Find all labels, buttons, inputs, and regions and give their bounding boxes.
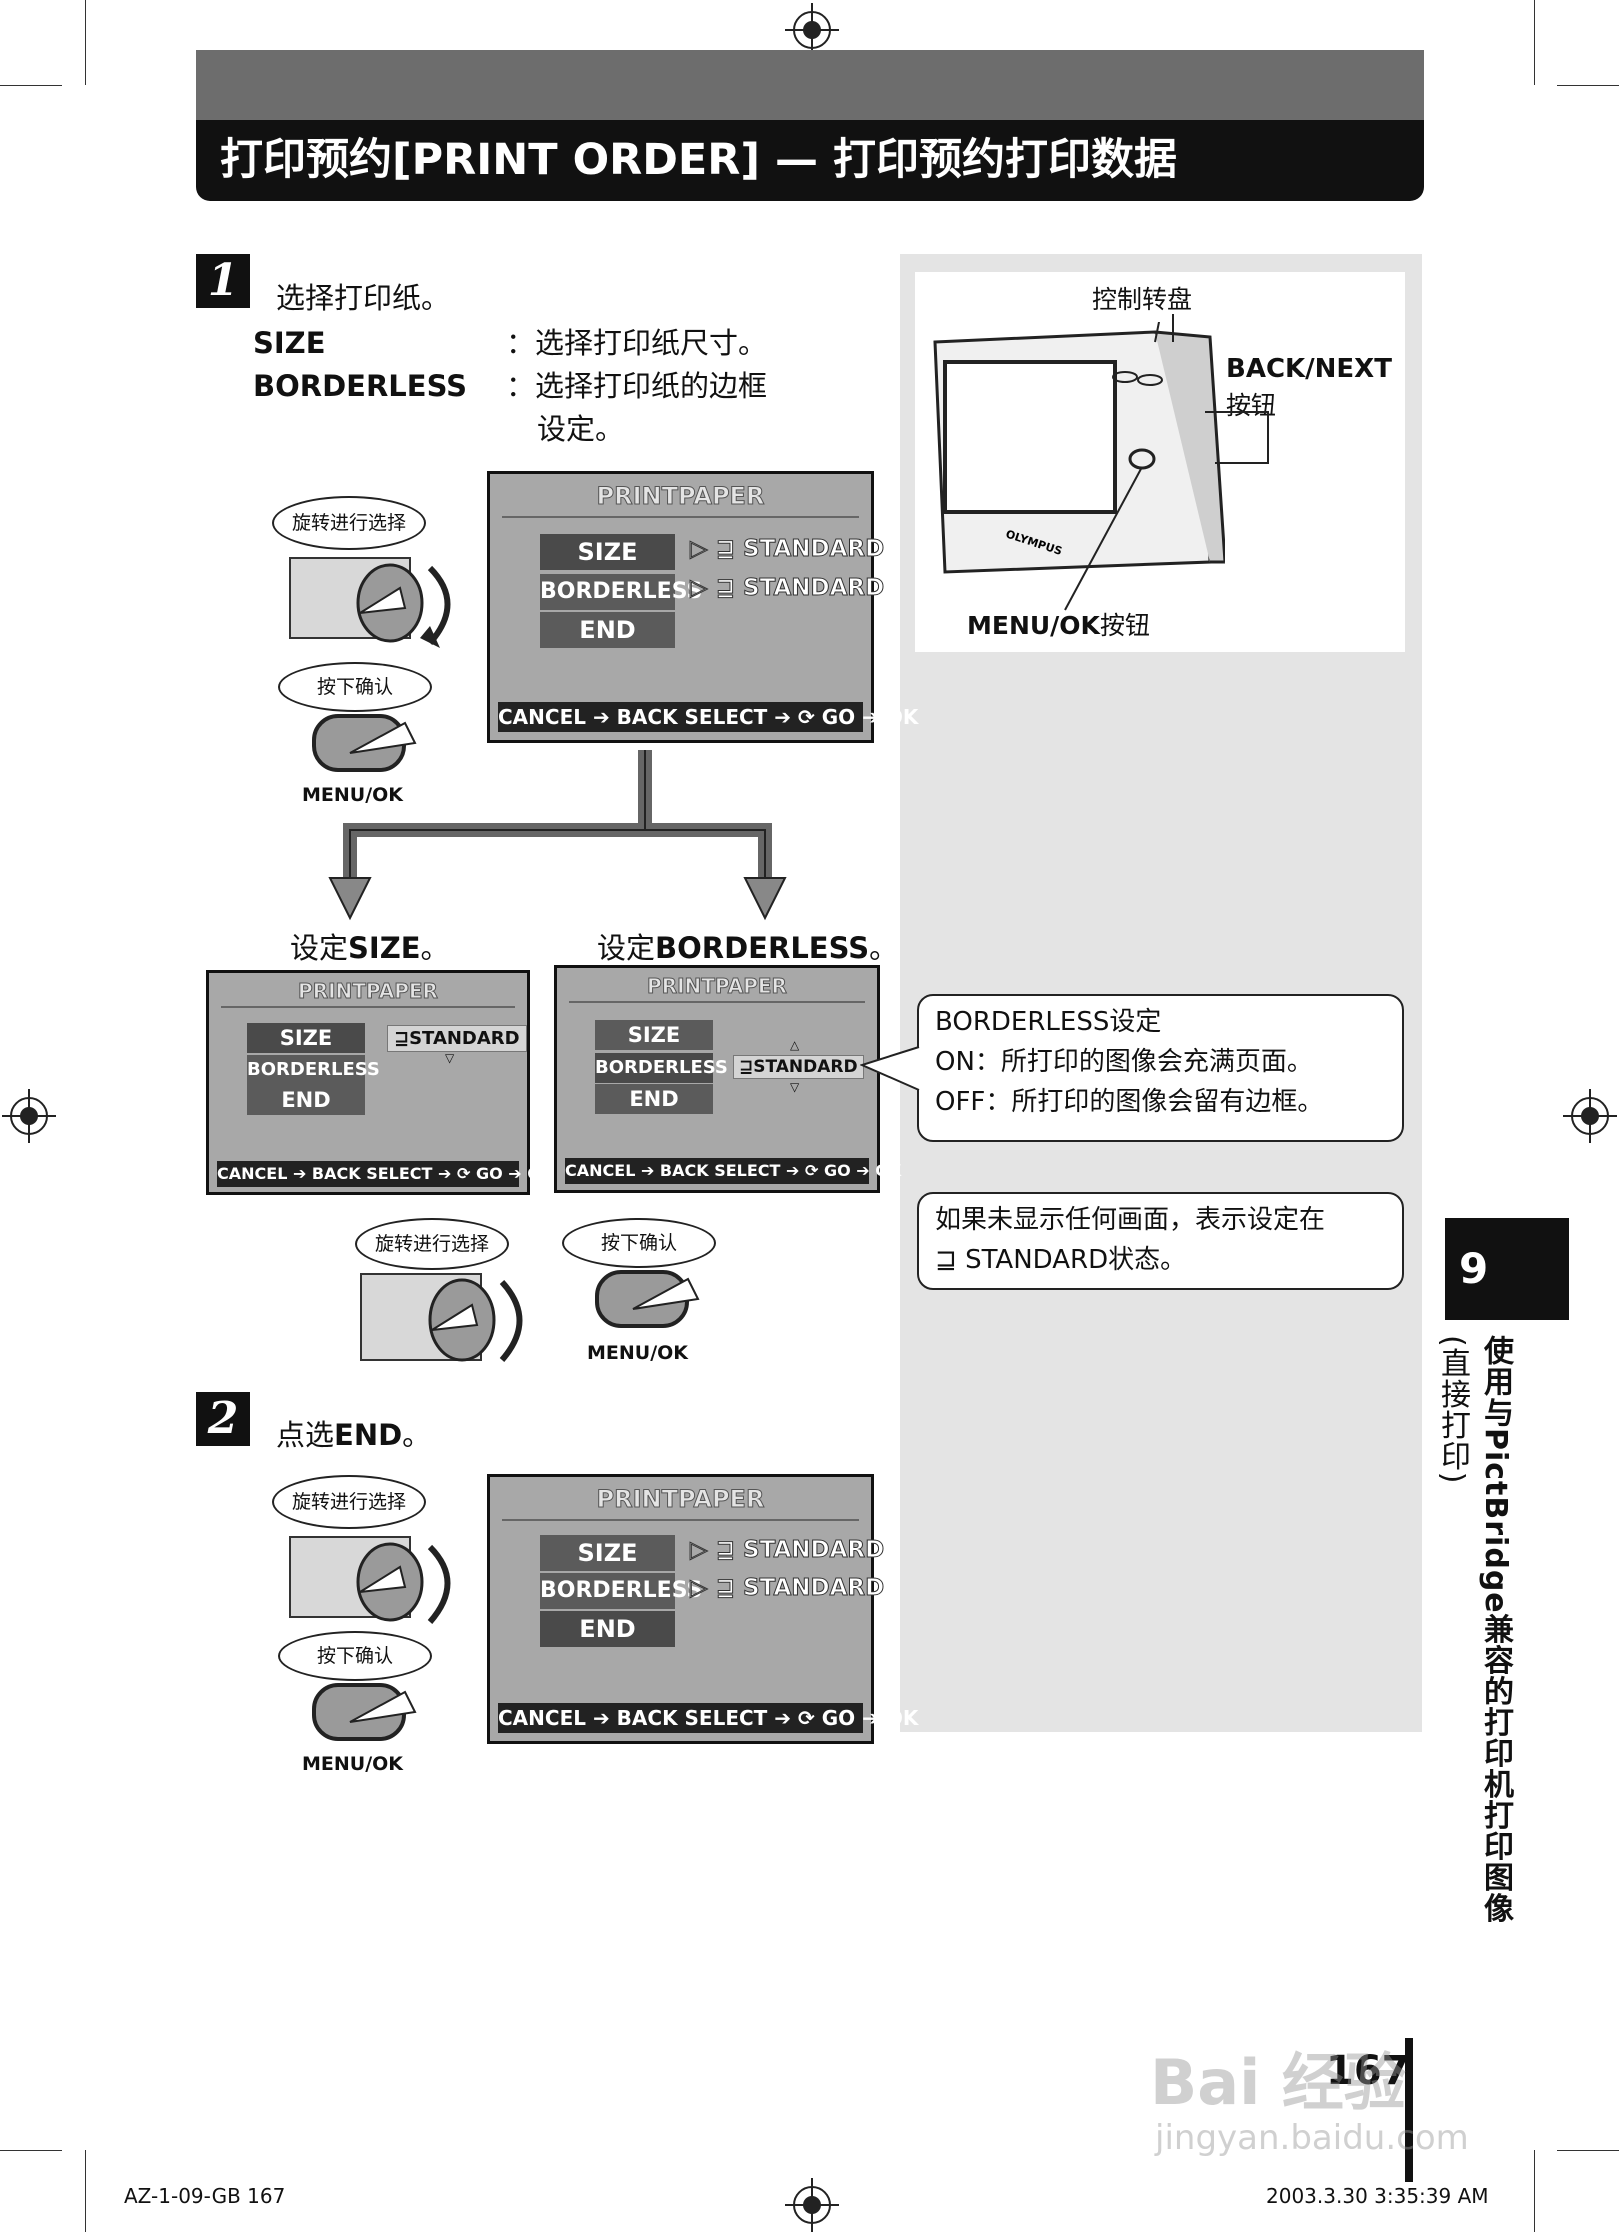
lcd-borderless-setting: PRINTPAPER SIZE BORDERLESS END △ ⊒STANDA…: [554, 965, 901, 1193]
registration-mark-icon: [2, 1089, 56, 1143]
menu-item-borderless[interactable]: BORDERLESS: [540, 1573, 702, 1609]
control-dial-icon: [289, 557, 451, 648]
crop-mark: [1557, 2150, 1619, 2151]
crop-mark: [1534, 2150, 1535, 2232]
chapter-title: 使用与PictBridge兼容的打印机打印图像: [1478, 1335, 1513, 1924]
step-instruction: 选择打印纸。: [276, 281, 451, 315]
borderless-value: ▷ ⊒ STANDARD: [689, 575, 885, 602]
menu-item-size[interactable]: SIZE: [540, 534, 675, 570]
size-value[interactable]: ⊒STANDARD: [387, 1025, 527, 1052]
print-icon: ⊒: [394, 1028, 410, 1049]
press-bubble: 按下确认: [278, 662, 432, 712]
lcd-title: PRINTPAPER: [596, 482, 765, 511]
control-dial-icon: [360, 1273, 523, 1362]
control-illustration: 旋转进行选择 按下确认 MENU/OK: [355, 1218, 755, 1368]
ok-button-icon: [312, 714, 417, 772]
control-illustration: 旋转进行选择 按下确认 MENU/OK: [270, 496, 485, 811]
menu-item-end[interactable]: END: [540, 612, 675, 648]
size-value: ▷ ⊒ STANDARD: [689, 1537, 885, 1564]
menu-item-end[interactable]: END: [595, 1084, 713, 1114]
ok-button-icon: [595, 1270, 700, 1328]
up-arrow-icon: △: [790, 1038, 800, 1052]
print-icon: ⊒: [739, 1057, 754, 1077]
menu-item-size[interactable]: SIZE: [247, 1023, 365, 1053]
crop-mark: [85, 0, 86, 85]
step-instruction: 点选END。: [276, 1418, 432, 1452]
default-note: 如果未显示任何画面，表示设定在 ⊒ STANDARD状态。: [917, 1192, 1404, 1290]
menu-item-size[interactable]: SIZE: [540, 1535, 675, 1571]
size-description: ：选择打印纸尺寸。: [506, 326, 768, 360]
chapter-tab[interactable]: 9: [1445, 1218, 1569, 1320]
size-label: SIZE: [253, 326, 326, 360]
borderless-label: BORDERLESS: [253, 369, 468, 403]
rotate-bubble: 旋转进行选择: [272, 496, 426, 550]
control-illustration: 旋转进行选择 按下确认 MENU/OK: [270, 1475, 485, 1785]
callout-lines: [1064, 314, 1269, 611]
arrow-down-icon: [743, 877, 787, 921]
borderless-value: ▷ ⊒ STANDARD: [689, 1575, 885, 1602]
dial-label: 控制转盘: [1092, 285, 1193, 314]
page-number-rule: [1405, 2038, 1413, 2182]
arrow-down-icon: [328, 877, 372, 921]
menu-item-size[interactable]: SIZE: [595, 1020, 713, 1050]
registration-mark-icon: [785, 2178, 839, 2232]
step-number: 1: [196, 254, 250, 308]
lcd-size-setting: PRINTPAPER SIZE BORDERLESS END ⊒STANDARD…: [206, 970, 553, 1195]
lcd-print-paper-end: PRINTPAPER SIZE BORDERLESS END ▷ ⊒ STAND…: [487, 1474, 918, 1744]
page-number: 167: [1326, 2048, 1410, 2094]
watermark-logo: Bai 经验: [1150, 2046, 1406, 2119]
page-header: 打印预约[PRINT ORDER] — 打印预约打印数据: [196, 50, 1424, 201]
footer-right: 2003.3.30 3:35:39 AM: [1266, 2184, 1489, 2208]
print-icon: ⊒: [715, 1537, 735, 1564]
branch-arrows: [328, 750, 787, 921]
step-number: 2: [196, 1392, 250, 1446]
camera-icon: OLYMPUS: [933, 322, 1225, 574]
size-value: ▷ ⊒ STANDARD: [689, 536, 885, 563]
registration-mark-icon: [785, 3, 839, 57]
print-icon: ⊒: [715, 536, 735, 563]
borderless-description-cont: 设定。: [537, 412, 625, 446]
menu-ok-button-label: MENU/OK按钮: [967, 611, 1150, 640]
set-size-label: 设定SIZE。: [290, 931, 450, 965]
menu-item-borderless[interactable]: BORDERLESS: [540, 574, 702, 610]
menu-item-borderless[interactable]: BORDERLESS: [247, 1055, 380, 1085]
lcd-help-bar: CANCEL ➔ BACK SELECT ➔ ⟳ GO ➔ OK: [498, 702, 918, 732]
note-pointer: [860, 1046, 920, 1091]
menu-ok-label: MENU/OK: [302, 784, 404, 806]
watermark-url: jingyan.baidu.com: [1155, 2118, 1469, 2158]
menu-item-end[interactable]: END: [247, 1085, 365, 1115]
crop-mark: [0, 85, 62, 86]
print-icon: ⊒: [715, 575, 735, 602]
crop-mark: [85, 2150, 86, 2232]
page-title: 打印预约[PRINT ORDER] — 打印预约打印数据: [196, 120, 1424, 201]
borderless-description: ：选择打印纸的边框: [506, 369, 768, 403]
crop-mark: [1534, 0, 1535, 85]
print-icon: ⊒: [935, 1245, 957, 1275]
borderless-value[interactable]: ⊒STANDARD: [733, 1055, 864, 1079]
camera-illustration: 控制转盘 BACK/NEXT 按钮 OLYMPUS MENU/OK按钮: [915, 272, 1405, 652]
lcd-print-paper: PRINTPAPER SIZE BORDERLESS END ▷ ⊒ STAND…: [487, 471, 918, 743]
menu-item-end[interactable]: END: [540, 1611, 675, 1647]
down-arrow-icon: ▽: [790, 1080, 800, 1094]
registration-mark-icon: [1563, 1089, 1617, 1143]
borderless-note: BORDERLESS设定 ON：所打印的图像会充满页面。 OFF：所打印的图像会…: [917, 994, 1404, 1142]
footer-left: AZ-1-09-GB 167: [124, 2184, 286, 2208]
control-dial-icon: [289, 1536, 451, 1624]
set-borderless-label: 设定BORDERLESS。: [597, 931, 899, 965]
ok-button-icon: [312, 1683, 417, 1741]
menu-item-borderless[interactable]: BORDERLESS: [595, 1053, 728, 1083]
back-next-label: BACK/NEXT: [1226, 354, 1392, 384]
crop-mark: [0, 2150, 62, 2151]
chapter-subtitle: (直接打印): [1435, 1335, 1470, 1485]
print-icon: ⊒: [715, 1575, 735, 1602]
down-arrow-icon: ▽: [445, 1051, 455, 1065]
crop-mark: [1557, 85, 1619, 86]
